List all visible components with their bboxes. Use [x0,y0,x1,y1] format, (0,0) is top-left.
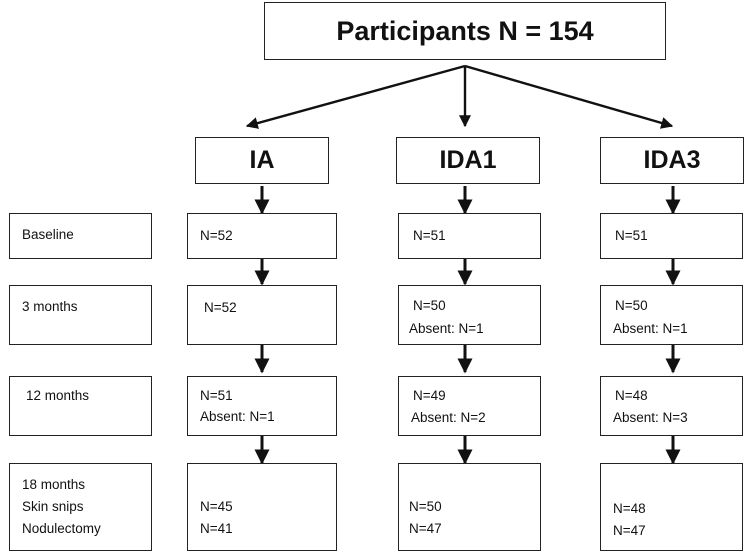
cell-ia-12-months: N=51 Absent: N=1 [187,376,337,436]
timepoint-box-baseline: Baseline [9,213,152,259]
cell-ia-18-months: N=45 N=41 [187,463,337,551]
cell-ida3-18-months: N=48 N=47 [600,463,743,551]
cell-count-skin-snips: N=45 [200,499,233,514]
cell-count: N=49 [413,388,446,403]
cell-absent: Absent: N=2 [411,410,486,425]
arm-label-ia: IA [249,146,275,174]
timepoint-box-12-months: 12 months [9,376,152,436]
cell-ida1-12-months: N=49 Absent: N=2 [398,376,541,436]
timepoint-box-18-months: 18 months Skin snips Nodulectomy [9,463,152,551]
arm-box-ia: IA [195,137,329,184]
cell-count-nodulectomy: N=47 [613,523,646,538]
timepoint-sublabel: Skin snips [22,499,84,514]
cell-count: N=48 [615,388,648,403]
cell-count: N=52 [200,228,233,243]
cell-ia-baseline: N=52 [187,213,337,259]
arm-box-ida1: IDA1 [396,137,540,184]
cell-count-nodulectomy: N=47 [409,521,442,536]
cell-count-skin-snips: N=48 [613,501,646,516]
timepoint-label: 12 months [26,388,90,403]
cell-count-skin-snips: N=50 [409,499,442,514]
cell-ia-3-months: N=52 [187,285,337,345]
arm-box-ida3: IDA3 [600,137,744,184]
cell-ida3-3-months: N=50 Absent: N=1 [600,285,743,345]
cell-ida1-baseline: N=51 [398,213,541,259]
cell-count: N=51 [413,228,446,243]
arrow-to-ia [245,64,466,129]
cell-absent: Absent: N=3 [613,410,688,425]
cell-count: N=50 [615,298,648,313]
timepoint-label: Baseline [22,227,74,242]
cell-ida3-baseline: N=51 [600,213,743,259]
arm-label-ida1: IDA1 [439,146,497,174]
timepoint-label: 18 months [22,477,86,492]
participants-box: Participants N = 154 [264,2,666,60]
cell-count-nodulectomy: N=41 [200,521,233,536]
cell-ida1-18-months: N=50 N=47 [398,463,541,551]
cell-count: N=52 [204,300,237,315]
arm-label-ida3: IDA3 [643,146,701,174]
arrow-to-ida3 [464,64,674,129]
cell-absent: Absent: N=1 [200,409,275,424]
cell-absent: Absent: N=1 [613,321,688,336]
cell-ida3-12-months: N=48 Absent: N=3 [600,376,743,436]
timepoint-label: 3 months [22,299,78,314]
cell-count: N=51 [615,228,648,243]
cell-absent: Absent: N=1 [409,321,484,336]
participants-title: Participants N = 154 [336,15,594,46]
cell-ida1-3-months: N=50 Absent: N=1 [398,285,541,345]
cell-count: N=50 [413,298,446,313]
timepoint-sublabel: Nodulectomy [22,521,101,536]
cell-count: N=51 [200,388,233,403]
timepoint-box-3-months: 3 months [9,285,152,345]
